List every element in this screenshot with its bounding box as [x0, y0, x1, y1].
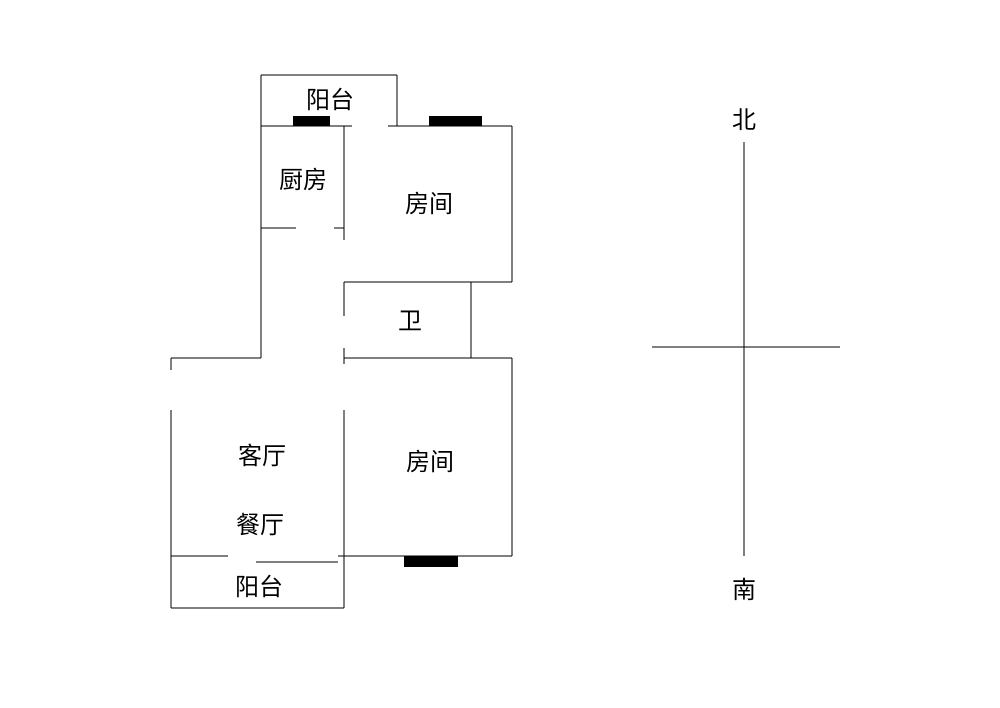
label-bedroom-south: 房间: [406, 448, 454, 476]
label-balcony-north: 阳台: [306, 86, 354, 114]
label-living-room: 客厅: [238, 442, 286, 470]
label-balcony-south: 阳台: [235, 573, 283, 601]
window-south-bedroom: [404, 556, 458, 567]
living-room-walls: [170, 228, 345, 608]
label-bathroom: 卫: [398, 307, 422, 335]
north-balcony-walls: [260, 74, 398, 126]
label-kitchen: 厨房: [279, 166, 327, 194]
label-dining-room: 餐厅: [236, 511, 284, 539]
bathroom-walls: [343, 282, 512, 364]
compass: 北 南: [652, 106, 840, 604]
compass-south-label: 南: [732, 576, 756, 604]
south-balcony-walls: [171, 555, 344, 609]
label-bedroom-north: 房间: [405, 190, 453, 218]
window-north-bedroom: [429, 116, 482, 126]
window-kitchen: [293, 116, 330, 126]
compass-north-label: 北: [732, 106, 756, 134]
